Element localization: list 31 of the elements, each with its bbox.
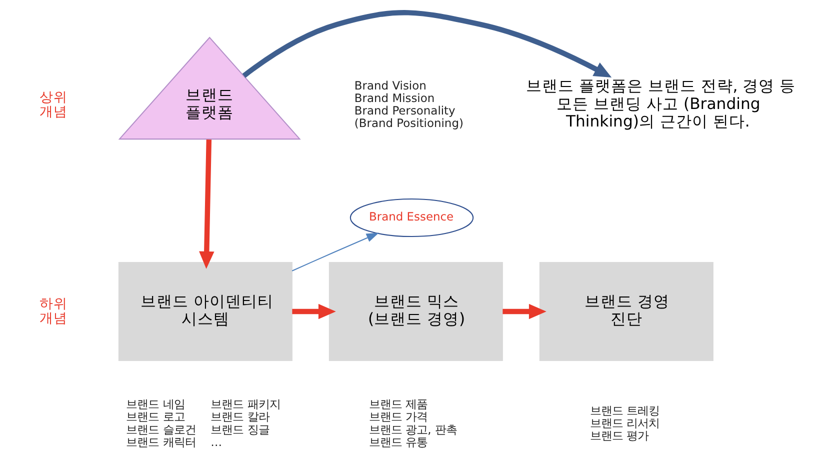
node-label: 브랜드 광고, 판촉 bbox=[369, 422, 457, 436]
node-label: 브랜드 네임 bbox=[126, 397, 185, 412]
arrow bbox=[242, 10, 612, 78]
node-label: 브랜드 리서치 bbox=[590, 416, 660, 430]
node-label: 브랜드 가격 bbox=[369, 410, 428, 424]
node-label: 브랜드 칼라 bbox=[210, 410, 270, 424]
node-text: 상위 개념 bbox=[40, 89, 68, 120]
node-label: 브랜드 평가 bbox=[590, 428, 649, 442]
node-label: 브랜드 패키지 bbox=[210, 397, 280, 412]
node-label: 브랜드 슬로건 bbox=[126, 422, 196, 436]
arrow bbox=[292, 232, 379, 272]
arrow bbox=[292, 304, 336, 320]
node-text: 하위 개념 bbox=[40, 296, 68, 326]
node-label: (Brand Positioning) bbox=[354, 116, 464, 130]
node-label: Brand Personality bbox=[354, 103, 456, 118]
node-box: 브랜드 경영 진단 bbox=[539, 262, 714, 362]
node-label: 브랜드 트레킹 bbox=[590, 403, 660, 418]
node-label: Brand Vision bbox=[354, 78, 426, 92]
node-label: 브랜드 유통 bbox=[369, 434, 428, 449]
node-label: Brand Mission bbox=[354, 90, 435, 105]
node-label: 브랜드 로고 bbox=[126, 410, 185, 424]
node-label: … bbox=[210, 434, 222, 449]
node-label: 브랜드 징글 bbox=[210, 422, 270, 436]
arrow bbox=[199, 139, 214, 269]
node-text: 브랜드 플랫폼은 브랜드 전략, 경영 등 모든 브랜딩 사고 (Branding Thinking)의 근간이 된다. bbox=[526, 76, 796, 131]
node-label: 브랜드 제품 bbox=[369, 397, 428, 412]
arrow bbox=[502, 304, 546, 320]
node-ellipse: Brand Essence bbox=[350, 198, 474, 238]
node-label: 브랜드 캐릭터 bbox=[126, 434, 196, 449]
node-box: 브랜드 믹스 (브랜드 경영) bbox=[328, 262, 503, 362]
node-box: 브랜드 아이덴티티 시스템 bbox=[118, 262, 292, 362]
